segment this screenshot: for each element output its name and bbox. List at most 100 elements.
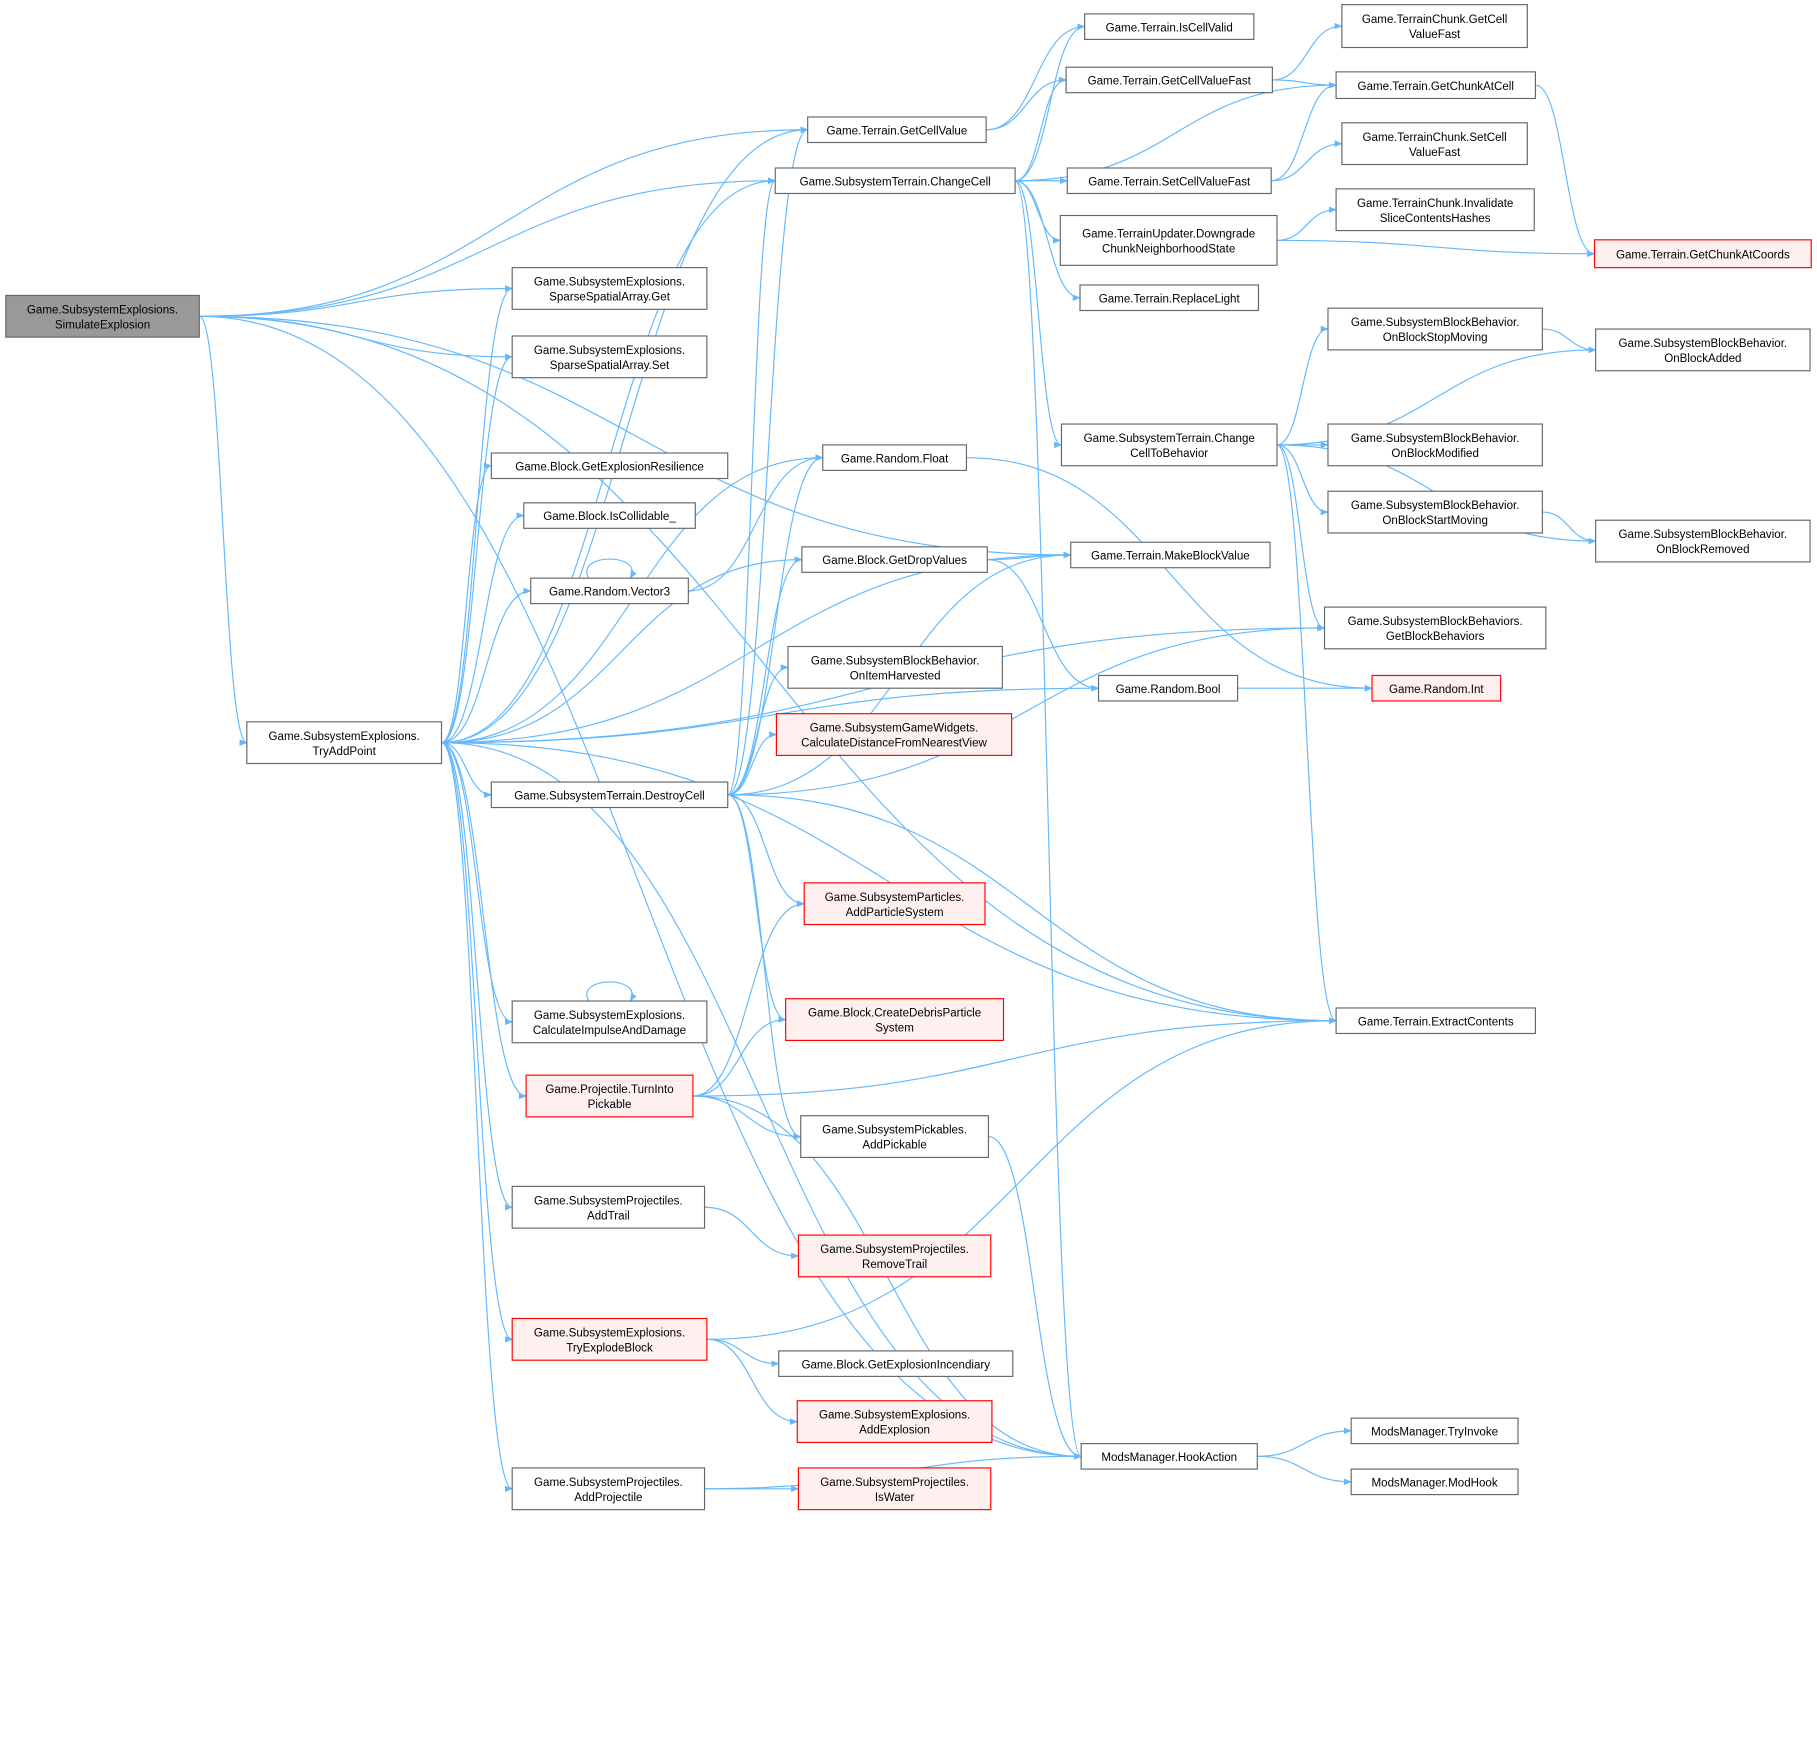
node-game-subsystemexplosions-tryaddpoint[interactable]: Game.SubsystemExplosions.TryAddPoint bbox=[246, 721, 443, 765]
node-label: AddProjectile bbox=[574, 1492, 642, 1504]
edge-n10-to-n24 bbox=[706, 1338, 799, 1425]
node-game-subsystemexplosions-sparsespatialarray-set[interactable]: Game.SubsystemExplosions.SparseSpatialAr… bbox=[511, 335, 708, 379]
node-game-subsystemblockbehaviors-getblockbehaviors[interactable]: Game.SubsystemBlockBehaviors. GetBlockBeh… bbox=[1323, 606, 1547, 650]
edge-n21-to-n34 bbox=[988, 1136, 1082, 1460]
node-box bbox=[1327, 307, 1543, 351]
node-game-block-iscollidable[interactable]: Game.Block.IsCollidable_ bbox=[523, 502, 696, 529]
edge-n31-to-n40 bbox=[1276, 325, 1329, 446]
node-box bbox=[530, 577, 689, 605]
node-label: TryAddPoint bbox=[313, 746, 377, 758]
node-game-random-int[interactable]: Game.Random.Int bbox=[1371, 674, 1502, 702]
edge-n8-to-n21 bbox=[692, 1095, 802, 1140]
node-game-terrainchunk-getcellvaluefast[interactable]: Game.TerrainChunk.GetCellValueFast bbox=[1341, 4, 1528, 49]
node-game-subsystemprojectiles-addprojectile[interactable]: Game.SubsystemProjectiles.AddProjectile bbox=[511, 1467, 706, 1511]
node-game-subsystemblockbehavior-onblockremoved[interactable]: Game.SubsystemBlockBehavior.OnBlockRemov… bbox=[1595, 519, 1811, 563]
node-label: Game.Terrain.ReplaceLight bbox=[1099, 293, 1241, 305]
node-game-block-getdropvalues[interactable]: Game.Block.GetDropValues bbox=[801, 546, 988, 573]
node-game-random-float[interactable]: Game.Random.Float bbox=[822, 444, 968, 471]
edge-n12-to-n13 bbox=[727, 126, 809, 796]
node-modsmanager-tryinvoke[interactable]: ModsManager.TryInvoke bbox=[1350, 1417, 1519, 1445]
node-game-terrainchunk-invalidateslicecontentshashes[interactable]: Game.TerrainChunk.InvalidateSliceContent… bbox=[1335, 188, 1535, 232]
node-game-subsystemexplosions-addexplosion[interactable]: Game.SubsystemExplosions.AddExplosion bbox=[796, 1400, 993, 1444]
node-box bbox=[822, 444, 968, 471]
node-game-subsystemterrain-changecelltobehavior[interactable]: Game.SubsystemTerrain.ChangeCellToBehavi… bbox=[1060, 423, 1278, 467]
edge-n13-to-n26 bbox=[986, 23, 1086, 131]
node-game-terrain-setcellvaluefast[interactable]: Game.Terrain.SetCellValueFast bbox=[1066, 167, 1272, 195]
node-game-terrain-makeblockvalue[interactable]: Game.Terrain.MakeBlockValue bbox=[1070, 541, 1271, 569]
node-label: CalculateImpulseAndDamage bbox=[533, 1025, 686, 1037]
node-game-terrainchunk-setcellvaluefast[interactable]: Game.TerrainChunk.SetCellValueFast bbox=[1341, 122, 1528, 166]
node-box bbox=[778, 1350, 1014, 1377]
node-label: Game.SubsystemTerrain.ChangeCell bbox=[800, 176, 991, 188]
node-label: TryExplodeBlock bbox=[566, 1342, 653, 1354]
node-label: ChunkNeighborhoodState bbox=[1102, 244, 1235, 256]
edge-n8-to-n19 bbox=[692, 900, 806, 1097]
node-game-subsystemterrain-destroycell[interactable]: Game.SubsystemTerrain.DestroyCell bbox=[490, 781, 729, 809]
node-label: Game.SubsystemProjectiles. bbox=[820, 1477, 969, 1489]
node-label: Game.SubsystemExplosions. bbox=[27, 304, 178, 316]
node-box bbox=[5, 294, 200, 338]
node-game-terrain-getcellvaluefast[interactable]: Game.Terrain.GetCellValueFast bbox=[1065, 66, 1273, 94]
node-label: ModsManager.ModHook bbox=[1372, 1477, 1498, 1489]
node-game-subsystemprojectiles-addtrail[interactable]: Game.SubsystemProjectiles.AddTrail bbox=[511, 1185, 706, 1229]
node-game-terrain-getchunkatcell[interactable]: Game.Terrain.GetChunkAtCell bbox=[1335, 71, 1536, 100]
node-box bbox=[525, 1074, 694, 1118]
node-game-subsystemprojectiles-iswater[interactable]: Game.SubsystemProjectiles.IsWater bbox=[797, 1467, 992, 1511]
edge-n0-to-n13 bbox=[199, 126, 809, 317]
node-game-block-getexplosionincendiary[interactable]: Game.Block.GetExplosionIncendiary bbox=[778, 1350, 1014, 1377]
node-box bbox=[523, 502, 696, 529]
node-label: Game.TerrainUpdater.Downgrade bbox=[1082, 229, 1255, 241]
node-game-subsystemblockbehavior-onblockstartmoving[interactable]: Game.SubsystemBlockBehavior.OnBlockStart… bbox=[1327, 490, 1543, 534]
edge-n9-to-n22 bbox=[704, 1206, 800, 1260]
node-game-terrain-extractcontents[interactable]: Game.Terrain.ExtractContents bbox=[1335, 1007, 1536, 1035]
edge-n16-to-n33 bbox=[987, 559, 1100, 692]
node-game-terrain-iscellvalid[interactable]: Game.Terrain.IsCellValid bbox=[1084, 13, 1255, 40]
node-game-terrain-getcellvalue[interactable]: Game.Terrain.GetCellValue bbox=[807, 116, 987, 144]
edge-n14-to-n30 bbox=[1015, 180, 1081, 301]
node-label: Game.TerrainChunk.SetCell bbox=[1363, 132, 1507, 144]
node-game-subsystemparticles-addparticlesystem[interactable]: Game.SubsystemParticles.AddParticleSyste… bbox=[803, 882, 986, 926]
node-label: Game.SubsystemProjectiles. bbox=[820, 1244, 969, 1256]
node-game-terrain-replacelight[interactable]: Game.Terrain.ReplaceLight bbox=[1079, 284, 1260, 312]
node-game-subsystemexplosions-sparsespatialarray-get[interactable]: Game.SubsystemExplosions.SparseSpatialAr… bbox=[511, 267, 708, 310]
node-game-terrainupdater-downgradechunkneighborhoodstate[interactable]: Game.TerrainUpdater.DowngradeChunkNeighb… bbox=[1059, 214, 1278, 266]
node-game-subsystemprojectiles-removetrail[interactable]: Game.SubsystemProjectiles.RemoveTrail bbox=[797, 1234, 992, 1278]
node-game-subsystemexplosions-calculateimpulseanddamage[interactable]: Game.SubsystemExplosions.CalculateImpuls… bbox=[511, 1000, 708, 1044]
node-game-subsystemgamewidgets-calculatedistancefromnearestview[interactable]: Game.SubsystemGameWidgets.CalculateDista… bbox=[775, 713, 1013, 756]
node-game-subsystemterrain-changecell[interactable]: Game.SubsystemTerrain.ChangeCell bbox=[774, 167, 1016, 195]
node-label: Game.Terrain.MakeBlockValue bbox=[1091, 551, 1250, 563]
node-game-subsystemexplosions-tryexplodeblock[interactable]: Game.SubsystemExplosions.TryExplodeBlock bbox=[511, 1317, 708, 1361]
edge-n1-to-n11 bbox=[441, 742, 514, 1492]
edge-n1-to-n9 bbox=[441, 742, 514, 1211]
edge-n15-to-n46 bbox=[966, 457, 1373, 692]
node-label: GetBlockBehaviors bbox=[1386, 631, 1485, 643]
edge-n1-to-n3 bbox=[441, 353, 514, 744]
node-game-subsystempickables-addpickable[interactable]: Game.SubsystemPickables.AddPickable bbox=[800, 1115, 990, 1159]
edge-n13-to-n27 bbox=[986, 76, 1067, 131]
node-modsmanager-modhook[interactable]: ModsManager.ModHook bbox=[1350, 1468, 1519, 1496]
edge-n12-to-n16 bbox=[727, 556, 803, 796]
node-label: AddTrail bbox=[587, 1210, 630, 1222]
node-game-subsystemblockbehavior-onblockadded[interactable]: Game.SubsystemBlockBehavior.OnBlockAdded bbox=[1595, 328, 1811, 372]
node-label: Game.Random.Bool bbox=[1116, 684, 1221, 696]
node-game-subsystemexplosions-simulateexplosion[interactable]: Game.SubsystemExplosions.SimulateExplosi… bbox=[5, 294, 200, 338]
node-game-subsystemblockbehavior-onitemharvested[interactable]: Game.SubsystemBlockBehavior.OnItemHarves… bbox=[787, 645, 1003, 689]
edge-n0-to-n2 bbox=[199, 285, 514, 317]
node-game-block-getexplosionresilience[interactable]: Game.Block.GetExplosionResilience bbox=[490, 452, 729, 480]
node-game-terrain-getchunkatcoords[interactable]: Game.Terrain.GetChunkAtCoords bbox=[1593, 239, 1812, 269]
node-game-random-bool[interactable]: Game.Random.Bool bbox=[1097, 674, 1239, 702]
node-game-subsystemblockbehavior-onblockstopmoving[interactable]: Game.SubsystemBlockBehavior.OnBlockStopM… bbox=[1327, 307, 1543, 351]
node-label: Game.SubsystemBlockBehaviors. bbox=[1348, 616, 1523, 628]
node-label: SparseSpatialArray.Set bbox=[550, 360, 670, 372]
node-box bbox=[1065, 66, 1273, 94]
node-label: OnBlockModified bbox=[1391, 448, 1479, 460]
node-game-subsystemblockbehavior-onblockmodified[interactable]: Game.SubsystemBlockBehavior.OnBlockModif… bbox=[1327, 423, 1543, 467]
node-box bbox=[1060, 423, 1278, 467]
node-label: Game.SubsystemBlockBehavior. bbox=[1351, 500, 1520, 512]
node-game-random-vector3[interactable]: Game.Random.Vector3 bbox=[530, 577, 689, 605]
node-box bbox=[1059, 214, 1278, 266]
edge-n12-to-n47 bbox=[727, 794, 1337, 1024]
node-modsmanager-hookaction[interactable]: ModsManager.HookAction bbox=[1080, 1443, 1258, 1470]
